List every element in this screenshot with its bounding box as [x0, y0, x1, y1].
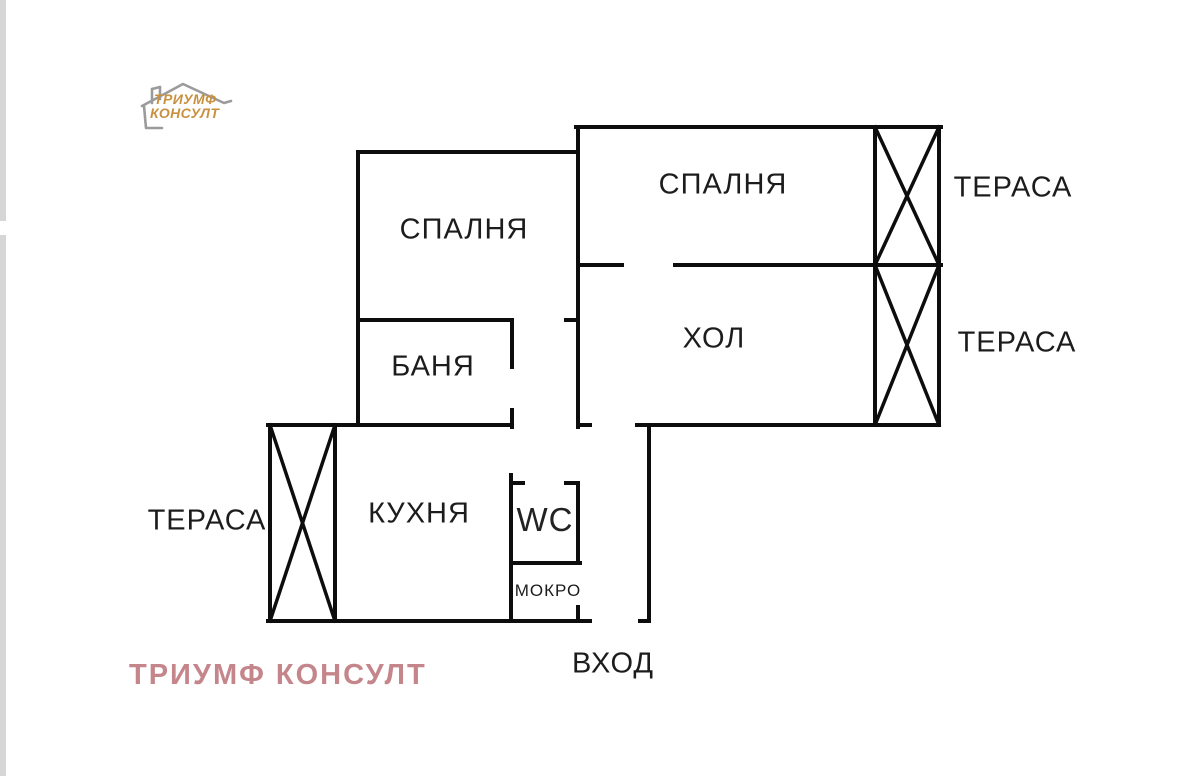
- room-label-terrace-right-top: ТЕРАСА: [953, 171, 1073, 204]
- windows-group: [267, 124, 942, 624]
- page-edge-strip: [0, 0, 6, 776]
- window-x-middle-2: [872, 262, 942, 428]
- room-label-bedroom-left: СПАЛНЯ: [399, 213, 529, 246]
- room-label-utility: МОКРО: [514, 581, 582, 600]
- agency-watermark: ТРИУМФ КОНСУЛТ: [129, 659, 427, 691]
- room-label-terrace-right-middle: ТЕРАСА: [957, 326, 1077, 359]
- room-label-entrance: ВХОД: [571, 647, 655, 680]
- room-label-bedroom-right: СПАЛНЯ: [658, 168, 788, 201]
- room-label-bath: БАНЯ: [391, 350, 475, 383]
- window-x-top-2: [872, 124, 942, 268]
- page-edge-notch: [0, 221, 6, 235]
- room-label-wc: WC: [516, 501, 574, 538]
- room-label-hall: ХОЛ: [682, 322, 746, 355]
- logo-text-line1: ТРИУМФ: [154, 91, 217, 107]
- walls-group: [266, 125, 943, 623]
- agency-logo: ТРИУМФ КОНСУЛТ: [135, 78, 245, 136]
- room-label-terrace-left: ТЕРАСА: [147, 504, 267, 537]
- window-x-left-2: [267, 422, 338, 624]
- logo-text-line2: КОНСУЛТ: [150, 105, 220, 121]
- house-icon: [140, 82, 233, 130]
- room-label-kitchen: КУХНЯ: [368, 497, 470, 530]
